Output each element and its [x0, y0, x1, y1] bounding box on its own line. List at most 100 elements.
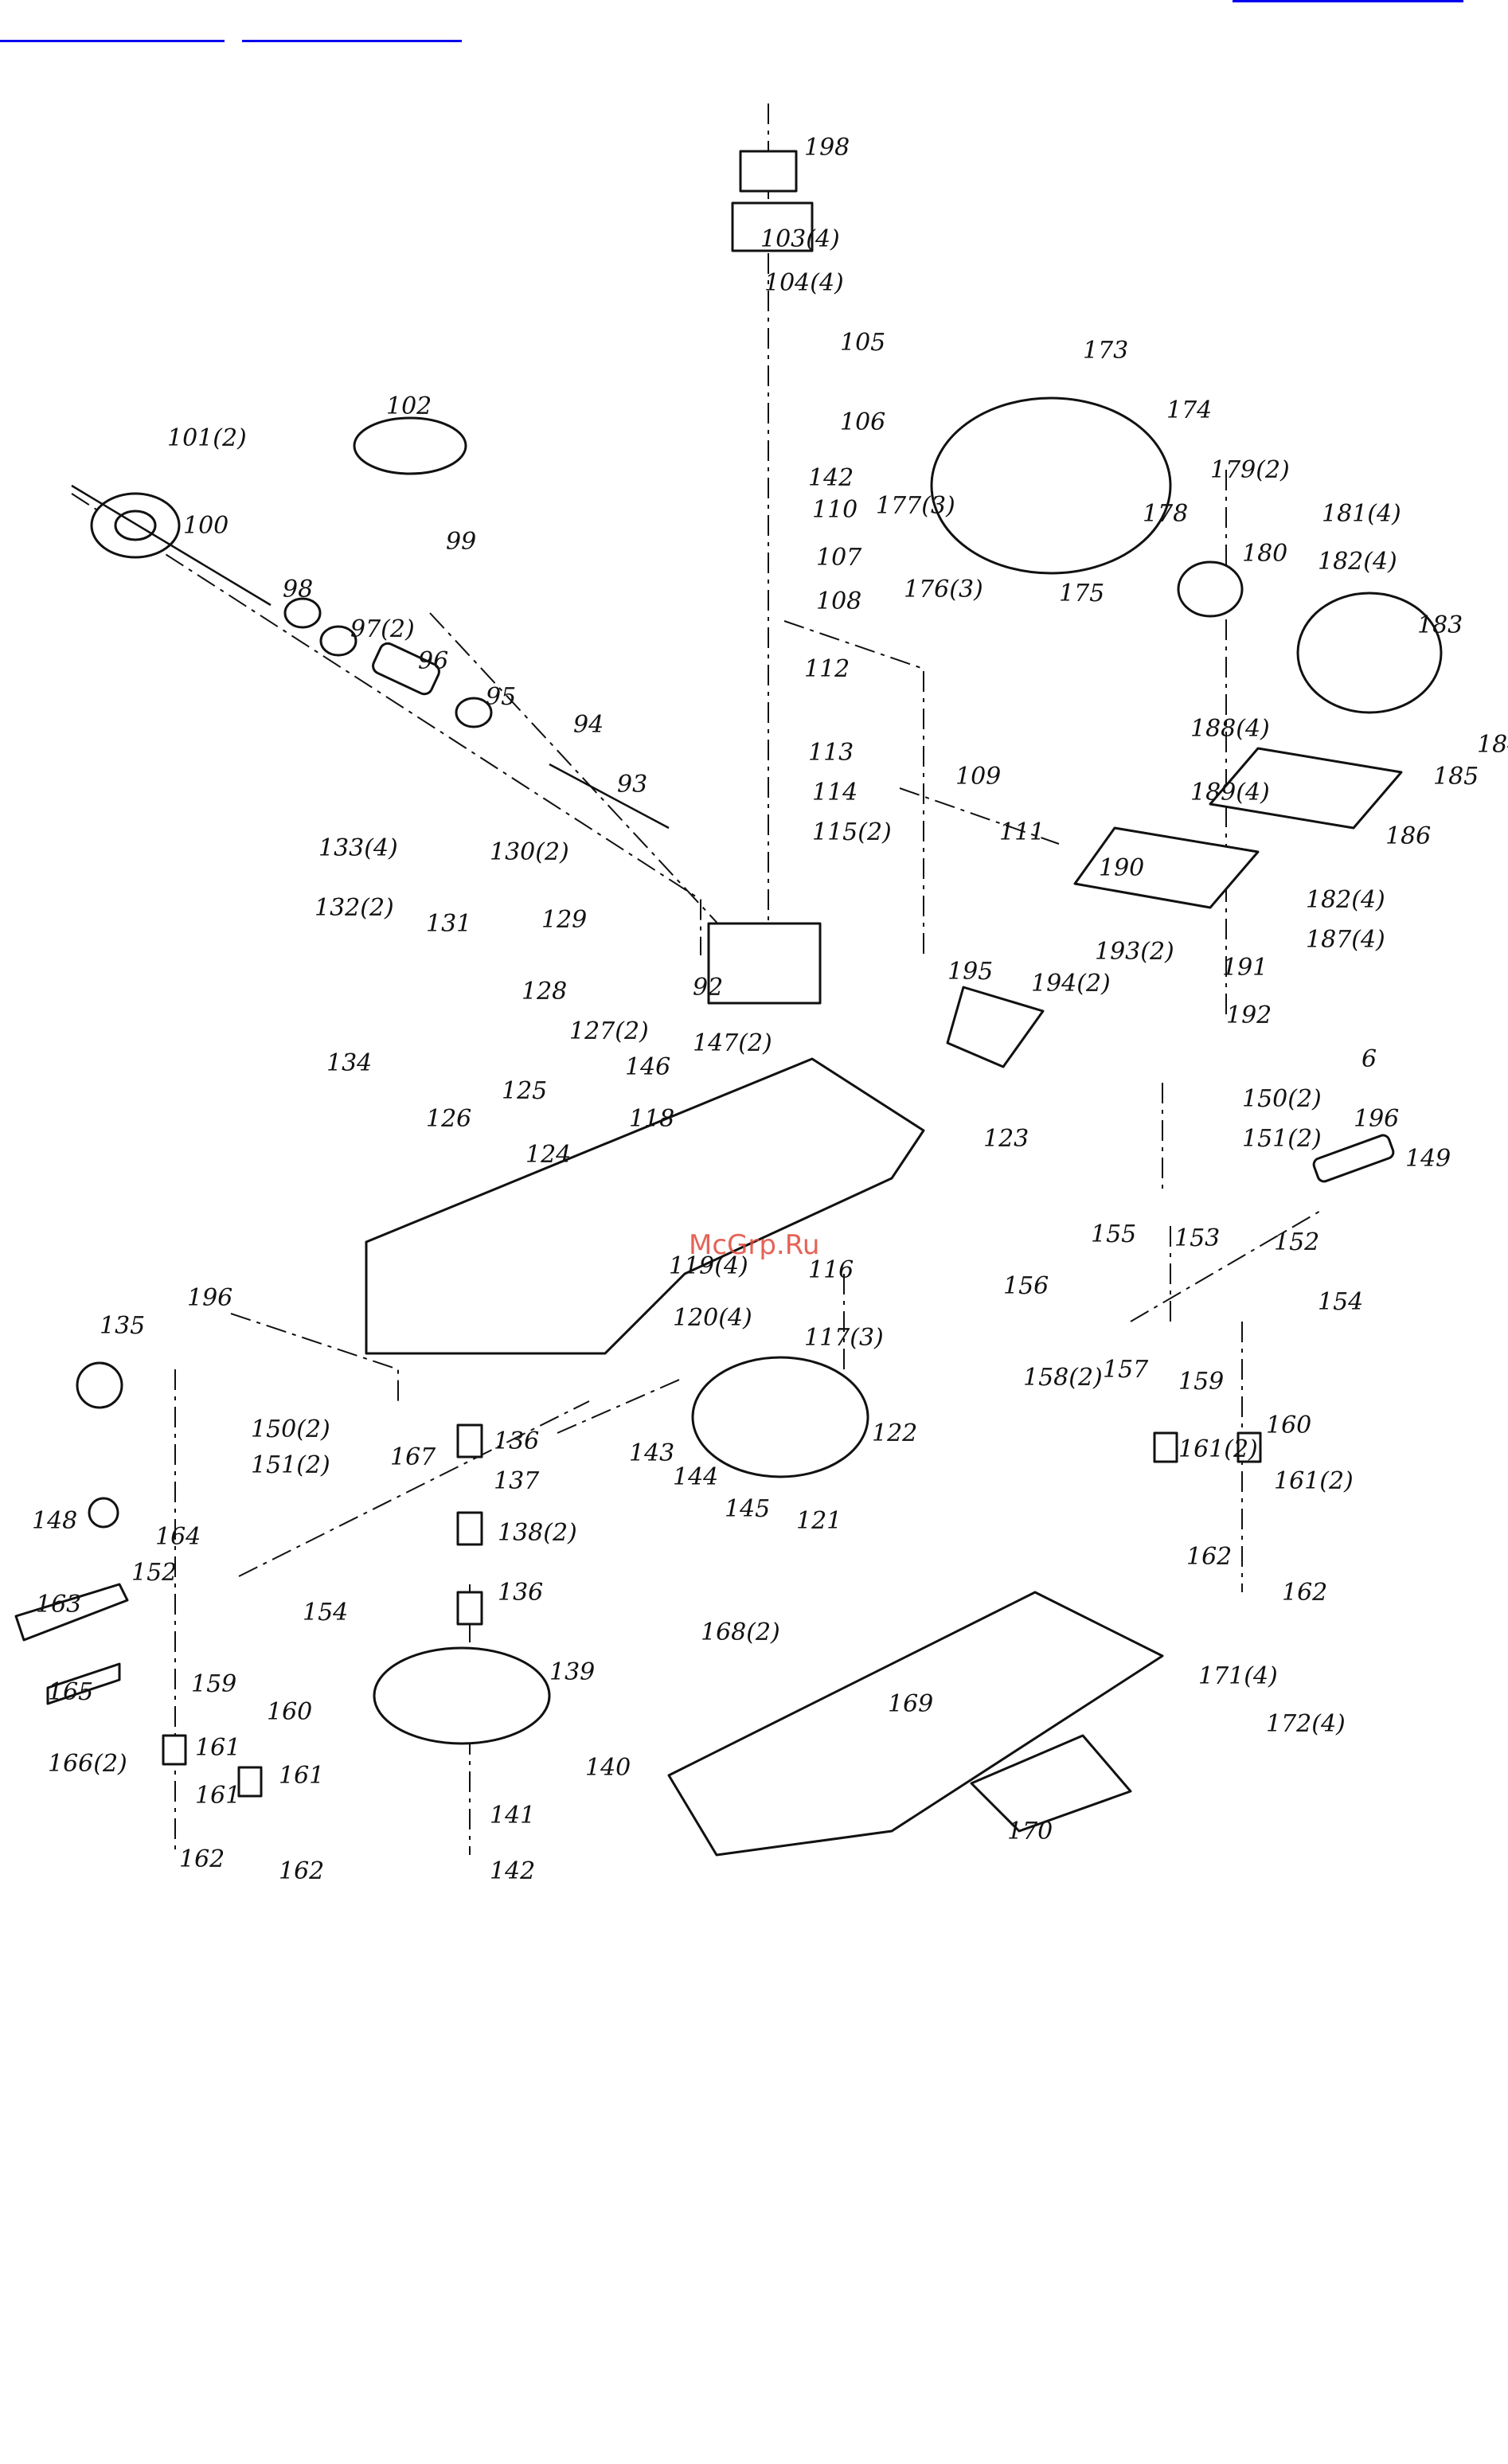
label-162d: 162 — [279, 1857, 324, 1885]
label-170: 170 — [1007, 1818, 1053, 1845]
label-160b: 160 — [267, 1698, 312, 1726]
part-shapes — [14, 150, 1443, 1857]
label-169: 169 — [888, 1690, 933, 1718]
label-102: 102 — [386, 392, 432, 420]
bearing-136 — [456, 1423, 483, 1458]
watermark: McGrp.Ru — [689, 1229, 819, 1261]
label-195: 195 — [947, 958, 993, 986]
cover-170 — [970, 1734, 1132, 1833]
label-98: 98 — [283, 576, 313, 603]
label-178: 178 — [1143, 500, 1188, 528]
label-159b: 159 — [191, 1670, 236, 1698]
label-103: 103(4) — [760, 225, 840, 253]
label-140: 140 — [585, 1754, 631, 1782]
label-147: 147(2) — [693, 1029, 772, 1057]
label-165: 165 — [48, 1678, 93, 1706]
top-link-3[interactable] — [242, 40, 462, 42]
motor-183 — [1296, 592, 1443, 714]
label-126: 126 — [426, 1105, 471, 1133]
label-135: 135 — [100, 1312, 145, 1340]
label-107: 107 — [816, 544, 862, 572]
label-187: 187(4) — [1306, 926, 1385, 954]
label-157: 157 — [1103, 1356, 1149, 1384]
label-156: 156 — [1003, 1272, 1049, 1300]
label-182b: 182(4) — [1306, 886, 1385, 914]
label-162a: 162 — [1186, 1543, 1232, 1571]
label-6: 6 — [1361, 1045, 1377, 1073]
label-171: 171(4) — [1198, 1662, 1278, 1690]
knob-135 — [76, 1361, 123, 1409]
label-100: 100 — [183, 512, 229, 540]
knob-148 — [88, 1497, 119, 1529]
part-labels: 198 103(4) 104(4) 105 106 142 110 107 10… — [32, 134, 1508, 1885]
bracket-190 — [1073, 826, 1260, 909]
label-161c: 161 — [195, 1734, 240, 1762]
label-154a: 154 — [1318, 1288, 1363, 1316]
top-link-2[interactable] — [0, 40, 225, 42]
bar-165 — [46, 1662, 121, 1705]
label-118: 118 — [629, 1105, 674, 1133]
label-176: 176(3) — [904, 576, 983, 603]
label-186: 186 — [1385, 822, 1431, 850]
label-174: 174 — [1166, 396, 1212, 424]
label-115: 115(2) — [812, 818, 892, 846]
label-179: 179(2) — [1210, 456, 1290, 484]
label-129: 129 — [541, 906, 587, 934]
top-link-1[interactable] — [1233, 0, 1463, 2]
label-196b: 196 — [187, 1284, 232, 1312]
label-150a: 150(2) — [1242, 1085, 1322, 1113]
label-162c: 162 — [179, 1845, 225, 1873]
label-189: 189(4) — [1190, 779, 1270, 806]
gasket-106 — [731, 201, 814, 252]
belt-102 — [353, 416, 467, 475]
label-123: 123 — [983, 1125, 1029, 1153]
label-139: 139 — [549, 1658, 595, 1686]
label-191: 191 — [1222, 954, 1268, 982]
handle-149 — [1312, 1134, 1395, 1183]
label-151b: 151(2) — [251, 1451, 330, 1479]
label-112: 112 — [804, 655, 850, 683]
label-108: 108 — [816, 588, 861, 615]
label-136a: 136 — [494, 1427, 539, 1455]
label-164: 164 — [155, 1523, 201, 1551]
label-141: 141 — [490, 1802, 535, 1829]
label-184: 184 — [1477, 731, 1508, 759]
label-145: 145 — [725, 1495, 770, 1523]
label-161e: 161 — [195, 1782, 240, 1810]
guard-169 — [667, 1591, 1164, 1857]
label-152b: 152 — [131, 1559, 177, 1587]
plate-186 — [1209, 747, 1403, 830]
label-110: 110 — [812, 496, 858, 524]
label-168: 168(2) — [701, 1619, 780, 1646]
label-161d: 161 — [279, 1762, 324, 1790]
plate-105 — [739, 150, 798, 193]
label-95: 95 — [486, 683, 516, 711]
label-152a: 152 — [1274, 1228, 1319, 1256]
label-133: 133(4) — [318, 834, 398, 862]
label-125: 125 — [502, 1077, 547, 1105]
label-142: 142 — [808, 464, 854, 492]
label-97: 97(2) — [350, 615, 415, 643]
label-172: 172(4) — [1266, 1710, 1346, 1738]
label-134: 134 — [326, 1049, 372, 1077]
wheel-139 — [373, 1646, 551, 1745]
label-122: 122 — [872, 1419, 917, 1447]
label-161b: 161(2) — [1274, 1467, 1354, 1495]
label-109: 109 — [955, 763, 1001, 791]
label-114: 114 — [812, 779, 858, 806]
label-105: 105 — [840, 329, 885, 357]
label-138: 138(2) — [498, 1519, 577, 1547]
label-104: 104(4) — [764, 269, 844, 297]
label-166: 166(2) — [48, 1750, 127, 1778]
label-124: 124 — [525, 1141, 571, 1169]
label-94: 94 — [573, 711, 604, 739]
label-150b: 150(2) — [251, 1416, 330, 1443]
label-92: 92 — [693, 974, 723, 1002]
label-149: 149 — [1405, 1145, 1451, 1173]
label-167: 167 — [390, 1443, 436, 1471]
label-180: 180 — [1242, 540, 1287, 568]
label-119: 119(4) — [669, 1252, 748, 1280]
label-143: 143 — [629, 1439, 674, 1467]
label-190: 190 — [1099, 854, 1144, 882]
label-136b: 136 — [498, 1579, 543, 1607]
